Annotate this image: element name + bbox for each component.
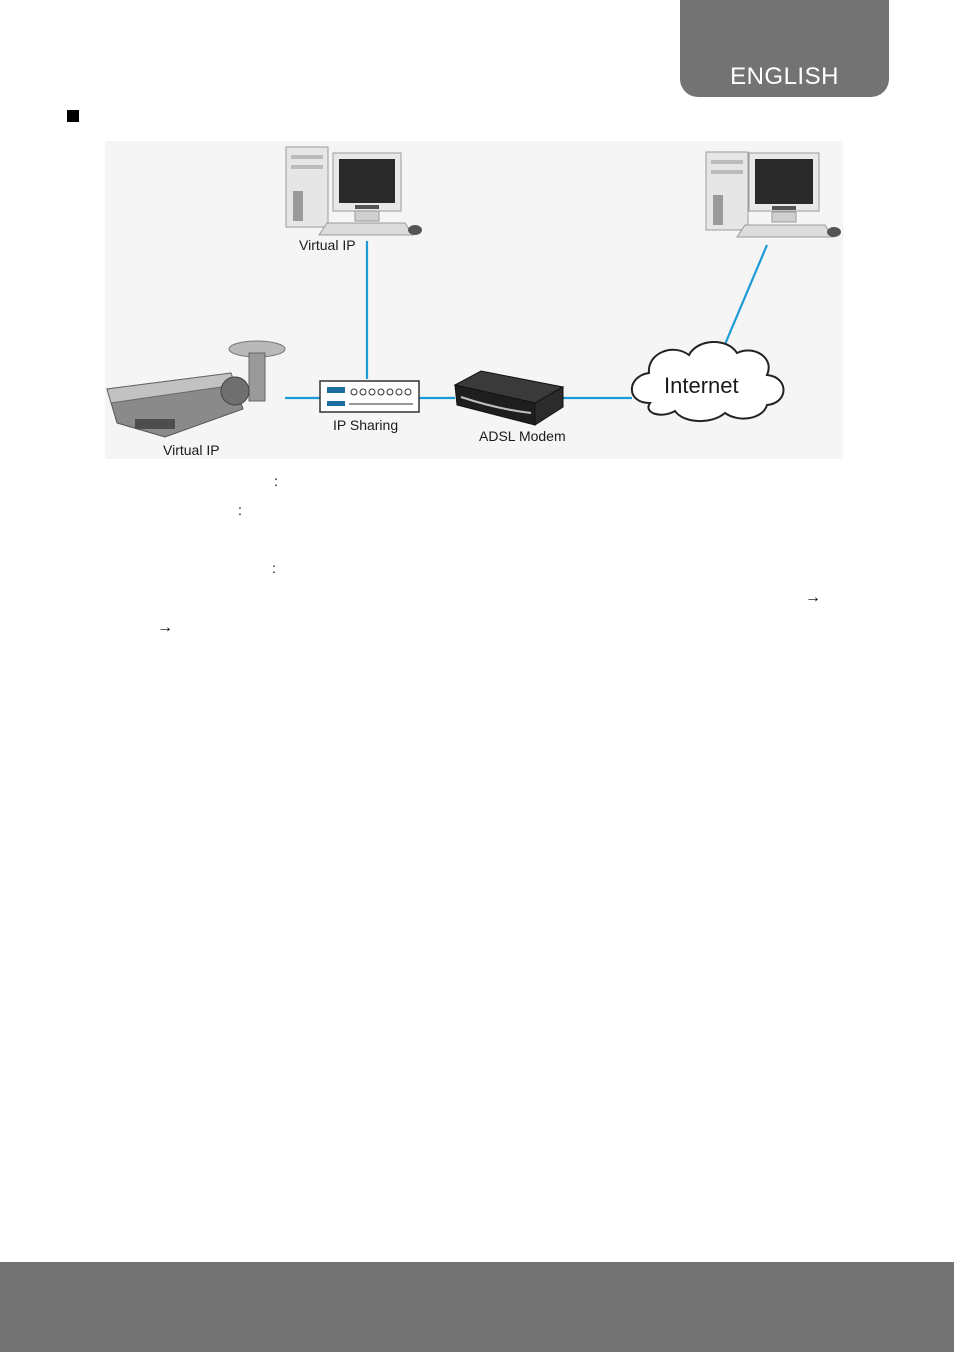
camera-label: Virtual IP (163, 442, 220, 458)
right-arrow-icon: → (157, 619, 173, 636)
language-tab-label: ENGLISH (730, 63, 839, 90)
page-footer-bar (0, 1262, 954, 1352)
section-bullet-icon (67, 110, 79, 122)
colon-mark: : (274, 473, 278, 489)
ip-camera-icon (106, 340, 286, 438)
pc-top-icon (285, 146, 422, 236)
modem-label: ADSL Modem (479, 428, 566, 444)
colon-mark: : (272, 560, 276, 576)
network-diagram: Virtual IP Virtual IP IP Sharing ADSL Mo… (105, 141, 843, 459)
connection-lines (285, 241, 769, 400)
router-label: IP Sharing (333, 417, 398, 433)
router-icon (319, 380, 420, 413)
pc-remote-icon (705, 151, 841, 238)
pc-top-label: Virtual IP (299, 237, 356, 253)
colon-mark: : (238, 502, 242, 518)
cloud-label: Internet (664, 373, 739, 398)
modem-icon (453, 370, 565, 426)
language-tab: ENGLISH (680, 0, 889, 97)
right-arrow-icon: → (805, 589, 821, 606)
internet-cloud-icon (631, 340, 785, 422)
